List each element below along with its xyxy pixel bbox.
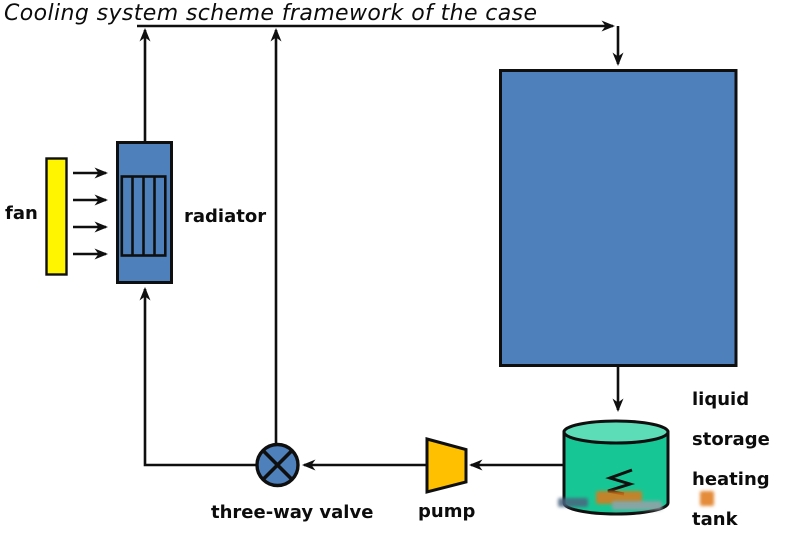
flow-line-valve-to-radiator xyxy=(139,287,256,467)
pump-shape xyxy=(425,437,468,494)
valve-cross-icon xyxy=(261,449,294,481)
fan-shape xyxy=(45,157,68,276)
radiator-label: radiator xyxy=(184,206,267,227)
tank-label-line2: storage xyxy=(692,429,770,450)
radiator-shape xyxy=(116,141,173,284)
battery-pack-shape xyxy=(499,69,738,367)
components xyxy=(45,69,738,516)
radiator-tubes xyxy=(131,177,156,255)
flow-lines xyxy=(73,20,624,471)
tank-shape xyxy=(562,419,670,516)
tank-body xyxy=(562,430,670,516)
tank-label-line3: heating xyxy=(692,469,770,490)
tank-lid xyxy=(562,419,670,445)
pump-label: pump xyxy=(418,501,476,522)
three-way-valve-shape xyxy=(255,442,300,488)
tank-label-line4: tank xyxy=(692,509,738,530)
three-way-valve-label: three-way valve xyxy=(211,502,374,523)
fan-label: fan xyxy=(5,203,38,224)
tank-label-line1: liquid xyxy=(692,389,750,410)
diagram-title: Cooling system scheme framework of the c… xyxy=(4,1,538,26)
